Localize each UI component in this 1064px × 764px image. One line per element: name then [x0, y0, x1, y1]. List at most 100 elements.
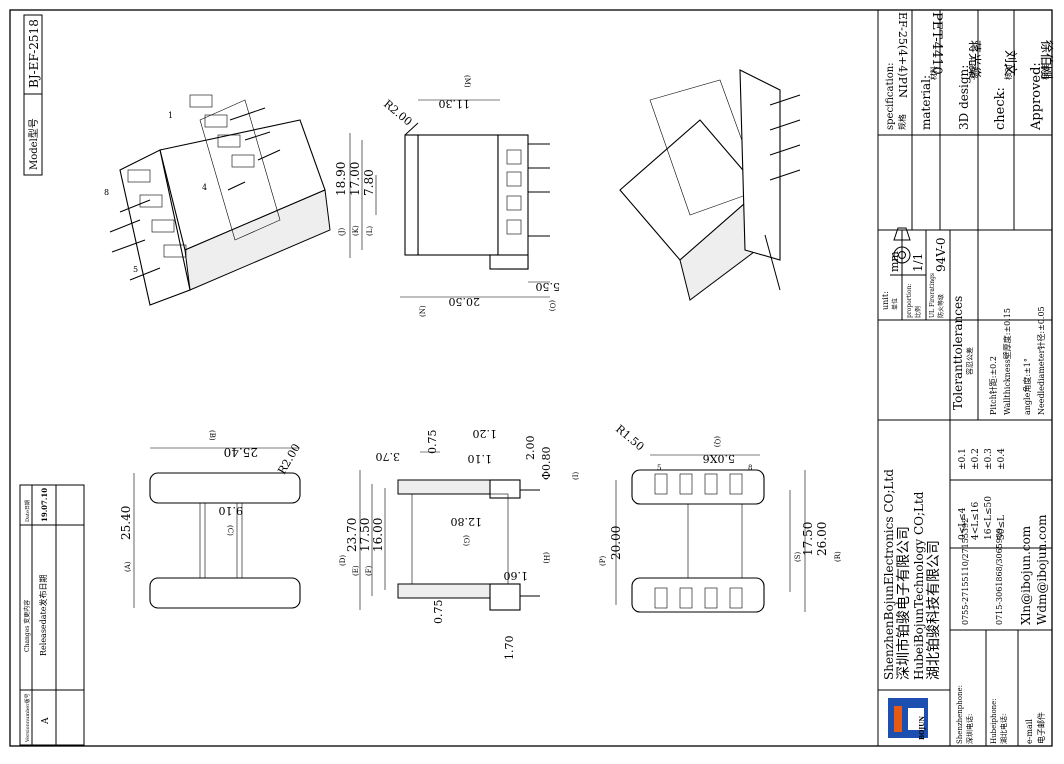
- fire-label-cn: 防火等级: [937, 294, 945, 318]
- model-value: BJ-EF-2518: [27, 19, 41, 88]
- iso-pin-1: 1: [168, 111, 173, 120]
- bottom-tag-P: (P): [599, 556, 607, 566]
- company-0: ShenzhenBojunElectronics CO;Ltd: [882, 469, 896, 680]
- unit-label-en: unit:: [881, 291, 890, 310]
- side-tag-N: (N): [419, 305, 427, 317]
- tolerance-note-2: angle角度:±1°: [1022, 358, 1032, 415]
- tolerance-range-0-tol: ±0.1: [958, 448, 968, 470]
- tolerance-note-0: Pitch针距:±0.2: [988, 356, 998, 415]
- side-tag-O: (O): [548, 300, 556, 311]
- proportion-label-cn: 比例: [914, 306, 922, 318]
- spec-label-en: specification:: [885, 62, 896, 130]
- contact-hb-label-en: Hubeiphone:: [990, 698, 998, 744]
- front-tag-I: (I): [572, 472, 580, 480]
- contact-sz-value: 0755-27155110/27155392: [961, 518, 970, 625]
- contact-mail-label-en: e-mail: [1025, 719, 1034, 744]
- side-dim-K: 17.00: [348, 162, 362, 196]
- fire-value: 94V-0: [934, 237, 948, 272]
- proportion-value: 1/1: [911, 253, 925, 272]
- company-1: 深圳市铂骏电子有限公司: [895, 526, 912, 680]
- front-dim-p4: 1.70: [503, 636, 516, 661]
- front-dim-D: 23.70: [345, 518, 359, 552]
- changes-header-date: Date日期: [25, 500, 31, 522]
- front-tag-G: (G): [462, 535, 470, 546]
- iso-pin-5: 5: [133, 265, 138, 274]
- bottom-pin-8: 8: [748, 464, 752, 472]
- approved-value: 徐伯刚: [1038, 40, 1053, 79]
- side-tag-L: (L): [366, 226, 374, 236]
- contact-mail-1: Wdm@ibojun.com: [1035, 514, 1049, 625]
- contact-mail-0: Xln@ibojun.com: [1019, 525, 1033, 625]
- iso-pin-4: 4: [202, 183, 207, 192]
- bottom-tag-Q: (Q): [713, 436, 721, 447]
- changes-table: Versionnumber版号 Changes 变更内容 Date日期 A Re…: [19, 484, 85, 746]
- spec-label-cn: 规格: [897, 114, 907, 130]
- top-tag-A: (A): [124, 561, 132, 572]
- tolerance-title-en: Toleranttolerances: [951, 296, 965, 410]
- front-dim-p3: 2.00: [524, 436, 537, 461]
- front-tag-D: (D): [339, 555, 347, 566]
- changes-row-content: Releasedate发布日期: [38, 575, 48, 657]
- front-tag-F: (F): [365, 565, 373, 576]
- check-value: 刘文: [1002, 50, 1017, 76]
- bottom-dim-S: 17.50: [801, 522, 815, 556]
- model-label: Model型号: [27, 118, 40, 170]
- material-label-en: material:: [919, 75, 933, 130]
- contact-mail-label-cn: 电子邮件: [1036, 712, 1046, 744]
- check-label-cn: 核对: [1003, 64, 1013, 80]
- front-dim-w2: 0.75: [432, 600, 445, 625]
- model-box: Model型号 BJ-EF-2518: [23, 14, 43, 176]
- front-tag-H: (H): [542, 552, 550, 564]
- front-view: 23.70 17.50 16.00 (D) (E) (F) 3.70 0.75 …: [339, 427, 580, 660]
- top-dim-B: 25.40: [224, 445, 258, 459]
- contact-sz-label-en: Shenzhenphone:: [956, 685, 964, 744]
- bojun-logo-text: BOJUN: [919, 716, 926, 740]
- tolerance-note-1: Wallthickness壁厚度:±0.15: [1002, 308, 1012, 415]
- tolerance-range-0: 0<L≤4: [958, 507, 968, 540]
- contact-sz-label-cn: 深圳电话:: [965, 714, 974, 744]
- top-view: 25.40 (A) 25.40 (B) 9.10 (C) R2.00: [119, 430, 303, 609]
- top-dim-A: 25.40: [119, 506, 133, 540]
- tolerance-range-3: 50≤L: [997, 515, 1007, 540]
- bottom-dim-R: 26.00: [815, 522, 829, 556]
- front-dim-E: 17.50: [358, 518, 372, 552]
- contact-hb-label-cn: 湖北电话:: [999, 714, 1008, 744]
- tolerance-range-1-tol: ±0.2: [971, 448, 981, 470]
- contact-hb-value: 0715-3061868/3065989: [995, 528, 1004, 625]
- fire-label-en: UL Fireratings: [929, 273, 936, 318]
- bottom-dim-Q: 5.0X6: [703, 452, 735, 465]
- iso-pin-8: 8: [104, 188, 109, 197]
- bottom-pin-5: 5: [657, 464, 661, 472]
- changes-row-date: 19.07.10: [40, 488, 49, 522]
- iso-view-left: 1 4 5 8: [104, 94, 331, 306]
- approved-label-cn: 核准: [1040, 64, 1050, 80]
- iso-view-right: [619, 69, 801, 301]
- material-label-cn: 材料: [929, 66, 938, 80]
- tolerance-title-cn: 容忍公差: [965, 347, 974, 375]
- side-dim-J: 18.90: [334, 162, 348, 196]
- side-tag-M: (M): [463, 75, 471, 88]
- top-dim-C: 9.10: [219, 504, 244, 517]
- front-dim-top: 3.70: [376, 450, 401, 463]
- approved-label-en: Approved:: [1029, 62, 1044, 131]
- changes-header-content: Changes 变更内容: [23, 600, 31, 652]
- side-tag-J: (J): [338, 227, 346, 236]
- side-dim-L: 7.80: [362, 169, 376, 196]
- tolerance-range-2: 16<L≤50: [984, 496, 994, 540]
- tolerance-note-3: Needlediameter针径:±0.05: [1036, 306, 1046, 415]
- side-dim-O: 5.50: [536, 280, 561, 293]
- design-label-cn: 3D设计: [968, 56, 977, 80]
- company-3: 湖北铂骏科技有限公司: [926, 540, 942, 680]
- company-2: HubeiBojunTechnology CO;Ltd: [912, 491, 926, 680]
- front-dim-I: Φ0.80: [540, 446, 553, 480]
- top-tag-B: (B): [208, 430, 216, 441]
- proportion-label-en: proportion:: [906, 284, 913, 318]
- top-tag-C: (C): [226, 525, 234, 536]
- changes-header-version: Versionnumber版号: [24, 693, 31, 743]
- front-dim-F: 16.00: [371, 518, 385, 552]
- front-dim-H: 1.60: [504, 569, 529, 582]
- side-dim-M: 11.30: [439, 97, 471, 110]
- design-label-en: 3D design:: [957, 65, 971, 130]
